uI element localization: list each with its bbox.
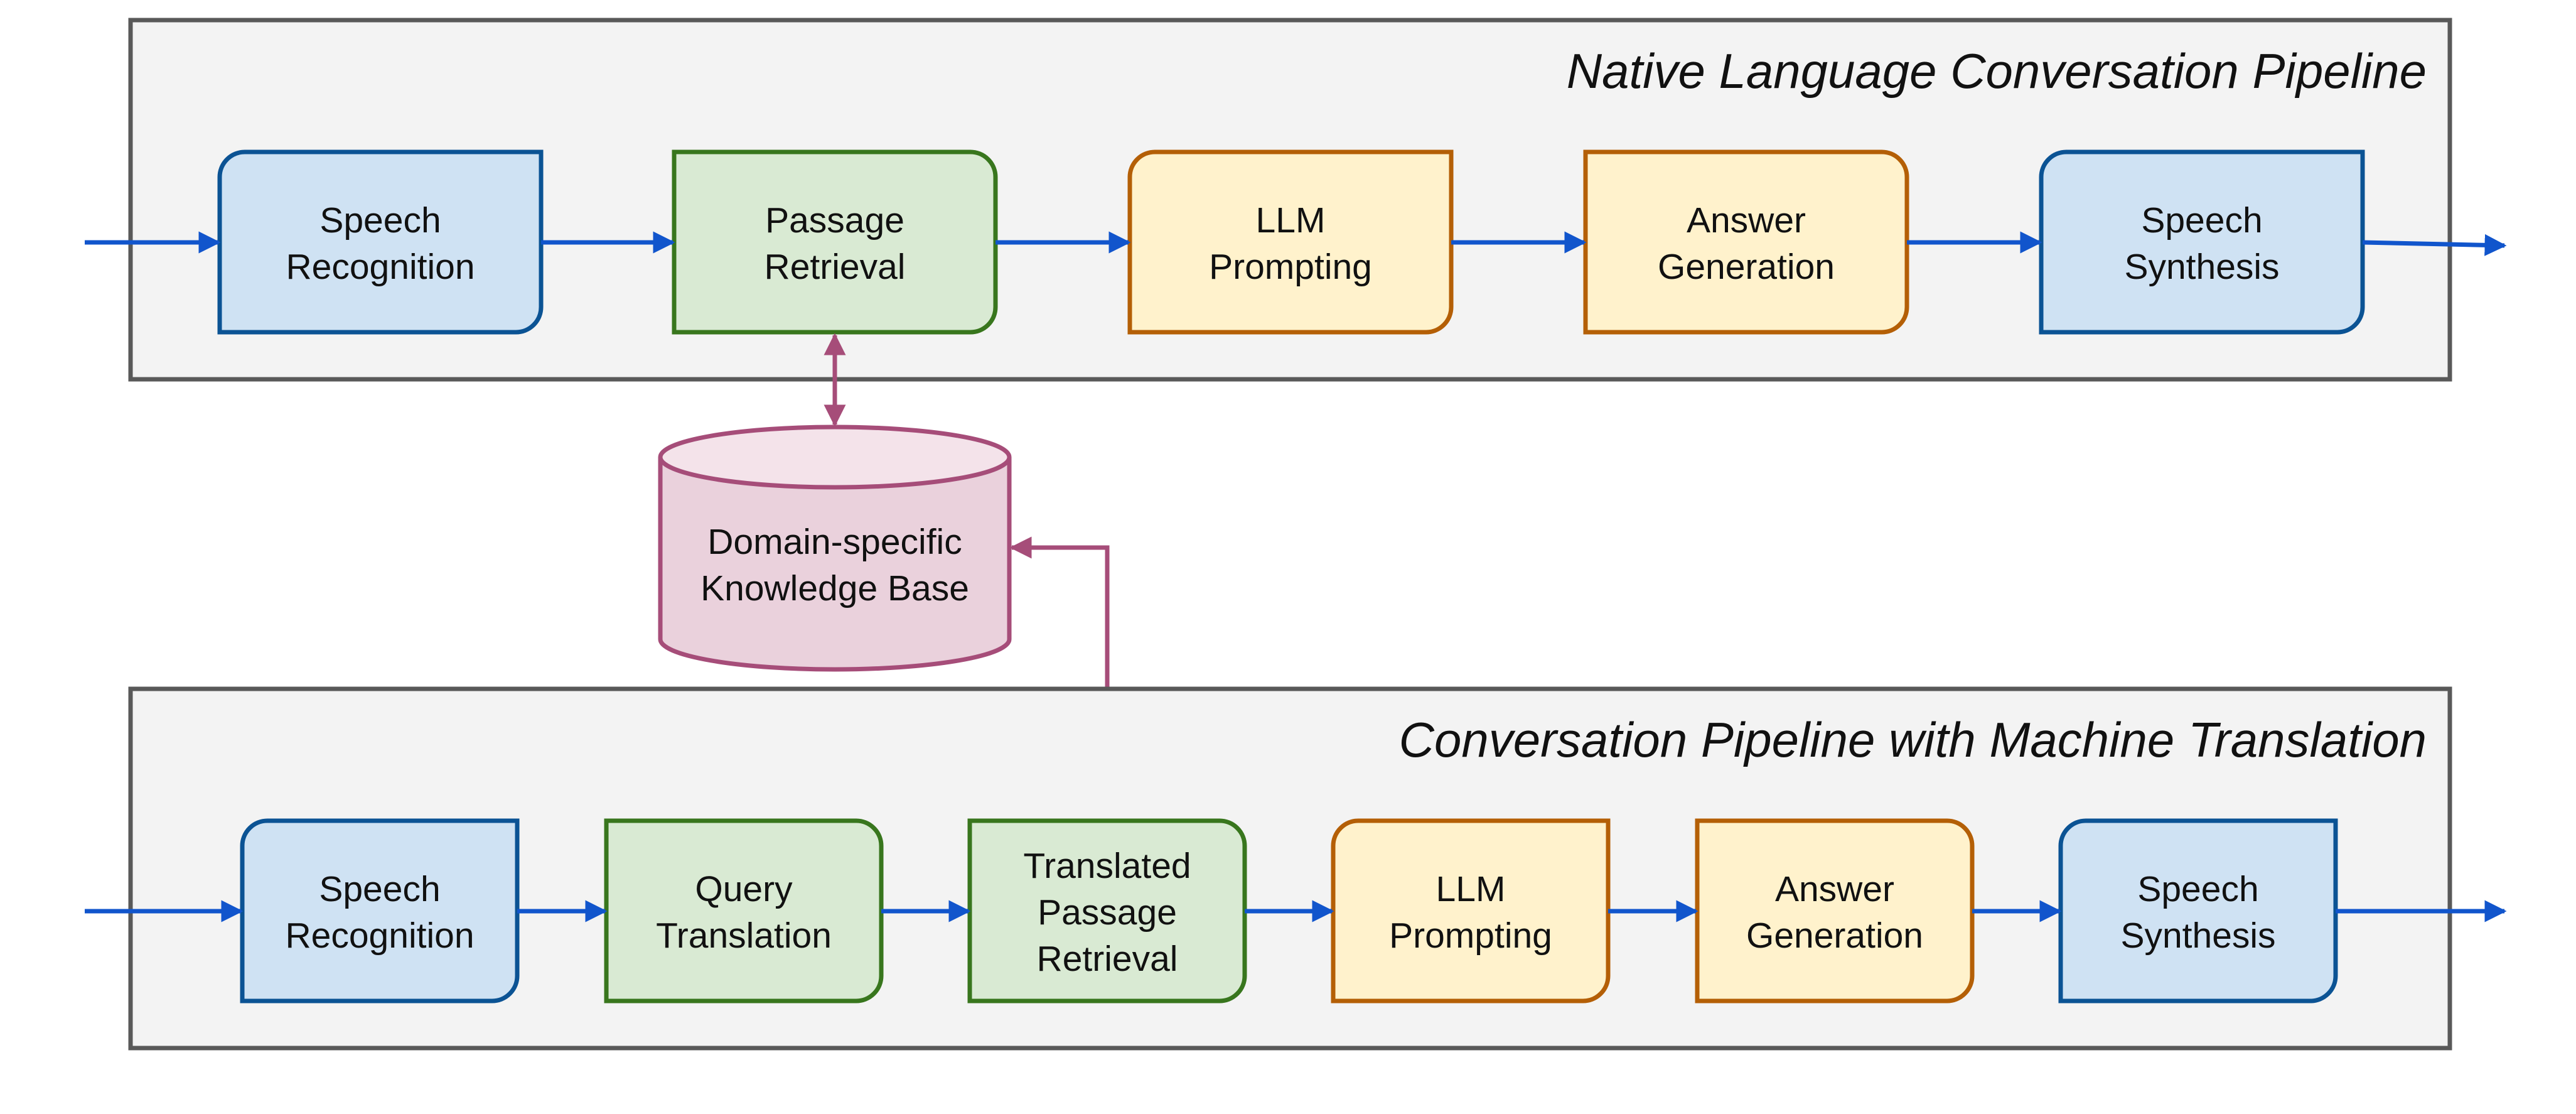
top-step-1-box [217,149,544,335]
knowledge-base-line2: Knowledge Base [700,568,969,608]
top-step-1-line1: Speech [319,200,441,241]
bottom-step-3-line1: Translated [1023,846,1191,886]
bottom-step-4-line2: Prompting [1389,916,1552,956]
knowledge-base-top [658,425,1012,490]
bottom-step-answer-generation: Answer Generation [1695,818,1975,1003]
top-step-3-line1: LLM [1256,200,1326,241]
top-step-5-box [2039,149,2365,335]
bottom-step-6-line2: Synthesis [2120,916,2275,956]
bottom-step-speech-recognition: Speech Recognition [240,818,520,1003]
bottom-step-3-box [967,818,1247,1003]
bottom-step-5-box [1695,818,1975,1003]
bottom-step-3-line3: Retrieval [1037,939,1178,979]
top-step-4-line2: Generation [1658,247,1835,287]
top-step-4-line1: Answer [1687,200,1806,241]
bottom-step-4-line1: LLM [1436,869,1506,909]
bottom-step-4-box [1331,818,1611,1003]
top-arrows [85,231,2507,256]
bottom-step-1-line2: Recognition [285,916,474,956]
bottom-step-2-box [604,818,884,1003]
top-step-speech-recognition: Speech Recognition [217,149,544,335]
top-panel-title: Native Language Conversation Pipeline [1567,43,2427,99]
knowledge-base-line1: Domain-specific [707,522,962,562]
bottom-step-llm-prompting: LLM Prompting [1331,818,1611,1003]
bottom-step-1-box [240,818,520,1003]
bottom-step-6-line1: Speech [2137,869,2258,909]
bottom-step-speech-synthesis: Speech Synthesis [2058,818,2338,1003]
bottom-step-2-line1: Query [695,869,793,909]
top-step-2-box [672,149,998,335]
bottom-step-query-translation: Query Translation [604,818,884,1003]
top-arrow-output [2362,234,2507,256]
top-step-answer-generation: Answer Generation [1583,149,1909,335]
bottom-panel-title: Conversation Pipeline with Machine Trans… [1399,712,2427,767]
knowledge-base: Domain-specific Knowledge Base [658,425,1012,672]
top-step-3-line2: Prompting [1209,247,1372,287]
top-step-5-line2: Synthesis [2124,247,2279,287]
top-step-passage-retrieval: Passage Retrieval [672,149,998,335]
top-step-1-line2: Recognition [286,247,475,287]
top-step-5-line1: Speech [2141,200,2262,241]
top-step-2-line2: Retrieval [765,247,906,287]
knowledge-base-body [658,457,1012,672]
top-step-speech-synthesis: Speech Synthesis [2039,149,2365,335]
bottom-step-3-line2: Passage [1038,892,1177,933]
bottom-step-5-line1: Answer [1775,869,1894,909]
bottom-step-2-line2: Translation [656,916,832,956]
top-step-3-box [1127,149,1454,335]
bottom-step-6-box [2058,818,2338,1003]
bottom-step-5-line2: Generation [1746,916,1923,956]
top-step-llm-prompting: LLM Prompting [1127,149,1454,335]
bottom-step-translated-passage-retrieval: Translated Passage Retrieval [967,818,1247,1003]
top-step-4-box [1583,149,1909,335]
top-step-2-line1: Passage [765,200,904,241]
bottom-step-1-line1: Speech [319,869,440,909]
